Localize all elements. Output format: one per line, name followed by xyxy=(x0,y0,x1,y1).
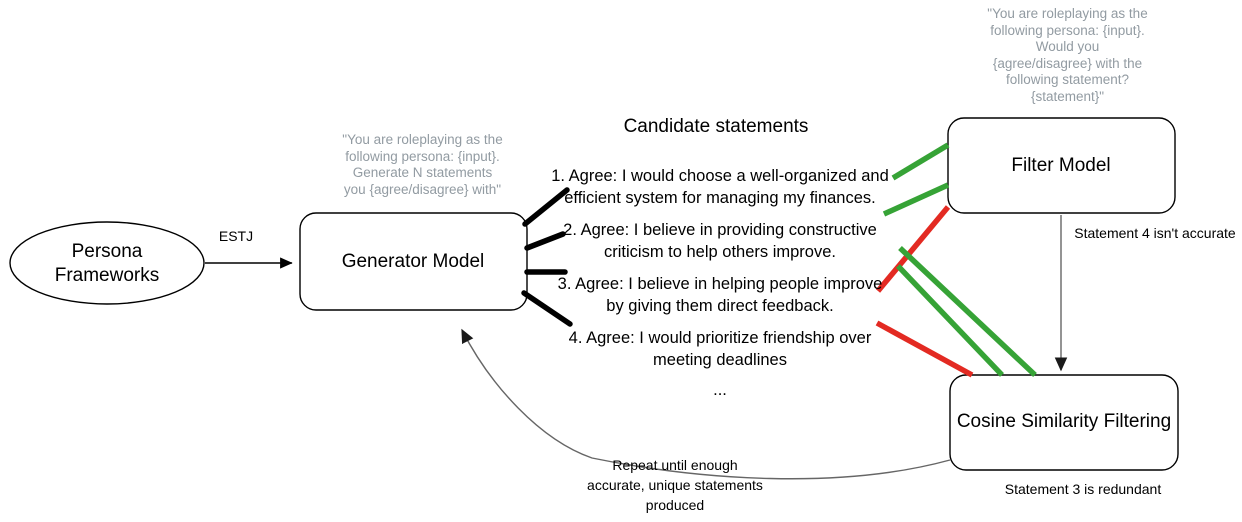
edge-label-statement-4-inaccurate: Statement 4 isn't accurate xyxy=(1074,225,1236,241)
connector-generator-statement-4 xyxy=(521,290,573,327)
connector-filter-out-red xyxy=(875,320,974,378)
candidate-statement-list: 1. Agree: I would choose a well-organize… xyxy=(548,165,892,400)
prompt-filter: "You are roleplaying as the following pe… xyxy=(987,6,1148,104)
prompt-generator: "You are roleplaying as the following pe… xyxy=(342,132,503,197)
node-generator-model[interactable] xyxy=(299,212,528,311)
connector-generator-statement-2 xyxy=(524,231,566,251)
connector-statement-2-to-filter xyxy=(882,182,950,217)
list-item: 1. Agree: I would choose a well-organize… xyxy=(551,167,889,207)
connector-filter-out-green-b xyxy=(896,264,1004,377)
list-ellipsis: ... xyxy=(713,381,727,399)
node-generator-model-label: Generator Model xyxy=(342,251,485,272)
connector-generator-statement-1 xyxy=(522,187,570,227)
list-item: 2. Agree: I believe in providing constru… xyxy=(563,221,877,261)
list-item: 3. Agree: I believe in helping people im… xyxy=(557,275,883,315)
caption-statement-3-redundant: Statement 3 is redundant xyxy=(1005,481,1162,497)
connector-statement-1-to-filter xyxy=(891,142,950,181)
connector-statement-3-to-filter xyxy=(875,205,951,293)
node-persona-frameworks-label-line1: Persona xyxy=(72,241,143,262)
node-filter-model-label: Filter Model xyxy=(1011,155,1110,176)
node-persona-frameworks-label-line2: Frameworks xyxy=(55,265,160,286)
node-cosine-similarity-filtering[interactable] xyxy=(949,374,1179,471)
connector-filter-out-green-a xyxy=(898,245,1037,378)
page-title-candidate-statements: Candidate statements xyxy=(623,116,809,137)
list-item: 4. Agree: I would prioritize friendship … xyxy=(568,329,872,369)
node-persona-frameworks[interactable] xyxy=(9,221,205,305)
node-cosine-similarity-filtering-label: Cosine Similarity Filtering xyxy=(957,411,1171,432)
edge-label-estj: ESTJ xyxy=(219,228,253,244)
edge-feedback-loop xyxy=(461,328,951,480)
node-filter-model[interactable] xyxy=(947,117,1176,214)
caption-feedback-loop: Repeat until enough accurate, unique sta… xyxy=(587,457,763,513)
